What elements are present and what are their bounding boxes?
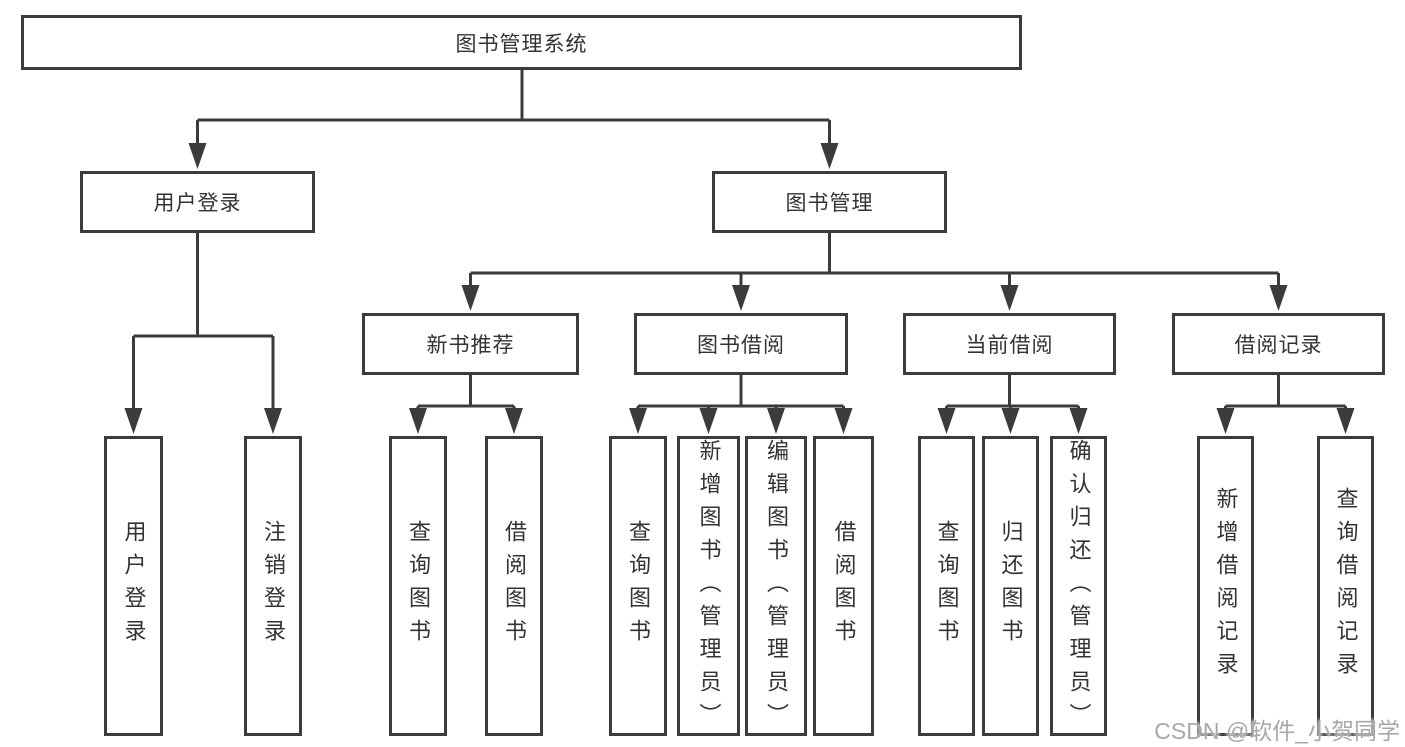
node-logout: 注销登录 bbox=[244, 436, 302, 736]
csdn-watermark: CSDN @软件_小贺同学 bbox=[1154, 718, 1400, 744]
node-user-login-group: 用户登录 bbox=[80, 171, 315, 233]
arrowhead-icon bbox=[461, 285, 480, 311]
arrowhead-icon bbox=[188, 143, 207, 169]
arrowhead-icon bbox=[1001, 408, 1020, 434]
connector-path bbox=[132, 233, 275, 412]
node-query-books-a: 查询图书 bbox=[389, 436, 447, 736]
connector-path-group bbox=[132, 70, 1347, 412]
node-query-books-c: 查询图书 bbox=[918, 436, 975, 736]
node-label: 新增借阅记录 bbox=[1213, 487, 1239, 685]
connector-path bbox=[945, 375, 1080, 412]
node-book-borrow: 图书借阅 bbox=[634, 313, 848, 375]
node-label: 查询图书 bbox=[406, 520, 431, 652]
node-add-books-admin: 新增图书（管理员） bbox=[677, 436, 740, 736]
node-new-book-recommend: 新书推荐 bbox=[362, 313, 579, 375]
arrowhead-icon bbox=[1216, 408, 1235, 434]
node-add-borrow-record: 新增借阅记录 bbox=[1197, 436, 1254, 736]
connector-path bbox=[416, 375, 516, 412]
arrowhead-icon bbox=[1000, 285, 1019, 311]
node-user-login: 用户登录 bbox=[104, 436, 163, 736]
node-query-books-b: 查询图书 bbox=[609, 436, 667, 736]
node-confirm-return-admin: 确认归还（管理员） bbox=[1050, 436, 1107, 736]
arrowhead-icon bbox=[629, 408, 647, 434]
node-label: 编辑图书（管理员） bbox=[764, 439, 789, 736]
node-label: 确认归还（管理员） bbox=[1066, 439, 1092, 736]
node-borrow-books-a: 借阅图书 bbox=[485, 436, 543, 736]
connector-path bbox=[1224, 375, 1347, 412]
node-label: 当前借阅 bbox=[965, 334, 1054, 357]
node-label: 用户登录 bbox=[121, 520, 147, 652]
arrowhead-icon bbox=[505, 408, 523, 434]
node-query-borrow-record: 查询借阅记录 bbox=[1317, 436, 1374, 736]
node-label: 归还图书 bbox=[998, 520, 1024, 652]
node-label: 查询图书 bbox=[626, 520, 651, 652]
node-label: 新增图书（管理员） bbox=[696, 439, 722, 736]
node-label: 注销登录 bbox=[261, 520, 286, 652]
node-label: 借阅图书 bbox=[502, 520, 527, 652]
arrowhead-icon bbox=[1069, 408, 1088, 434]
arrowhead-icon bbox=[409, 408, 427, 434]
connector-path bbox=[636, 375, 845, 412]
node-root: 图书管理系统 bbox=[21, 15, 1022, 70]
arrowhead-group bbox=[124, 143, 1355, 434]
node-label: 借阅图书 bbox=[831, 520, 857, 652]
arrowhead-icon bbox=[124, 408, 143, 434]
arrowhead-icon bbox=[767, 408, 785, 434]
node-borrow-books-b: 借阅图书 bbox=[813, 436, 874, 736]
node-label: 借阅记录 bbox=[1234, 334, 1323, 357]
node-current-borrow: 当前借阅 bbox=[903, 313, 1116, 375]
node-label: 用户登录 bbox=[153, 192, 242, 215]
arrowhead-icon bbox=[699, 408, 718, 434]
arrowhead-icon bbox=[937, 408, 956, 434]
arrowhead-icon bbox=[834, 408, 853, 434]
connector-path bbox=[196, 70, 831, 147]
arrowhead-icon bbox=[264, 408, 282, 434]
node-label: 查询图书 bbox=[934, 520, 960, 652]
arrowhead-icon bbox=[1336, 408, 1355, 434]
node-label: 查询借阅记录 bbox=[1333, 487, 1359, 685]
node-edit-books-admin: 编辑图书（管理员） bbox=[745, 436, 807, 736]
node-borrow-records: 借阅记录 bbox=[1172, 313, 1385, 375]
arrowhead-icon bbox=[732, 285, 750, 311]
connector-path bbox=[469, 233, 1280, 289]
arrowhead-icon bbox=[820, 143, 839, 169]
node-book-management: 图书管理 bbox=[712, 171, 947, 233]
node-return-books: 归还图书 bbox=[982, 436, 1039, 736]
node-label: 图书借阅 bbox=[697, 334, 785, 357]
node-label: 图书管理系统 bbox=[455, 32, 588, 56]
arrowhead-icon bbox=[1269, 285, 1288, 311]
node-label: 图书管理 bbox=[785, 192, 874, 215]
node-label: 新书推荐 bbox=[426, 334, 515, 357]
